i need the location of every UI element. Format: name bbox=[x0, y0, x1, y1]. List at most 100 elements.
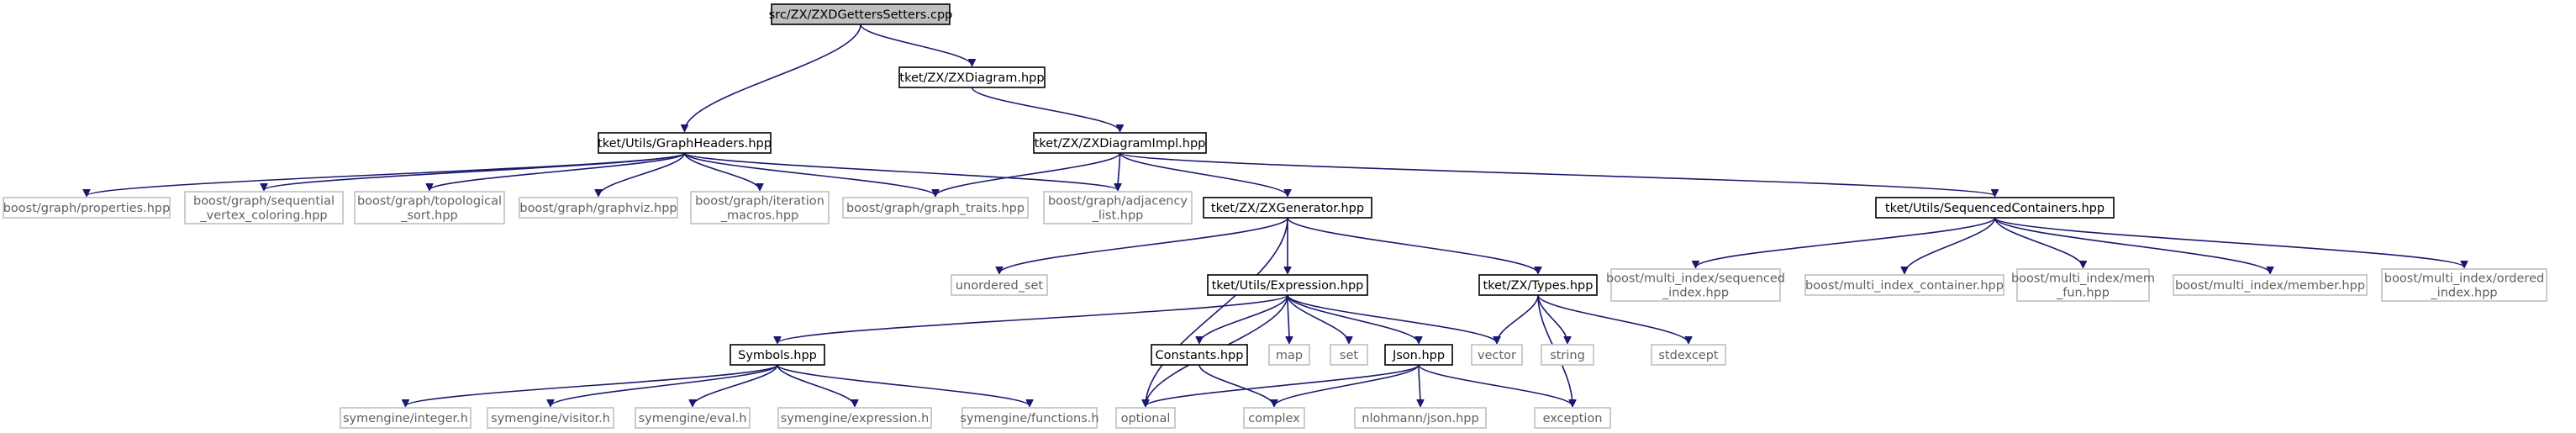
edge-zxdiagramimpl-to-adjlist bbox=[1118, 152, 1120, 190]
node-stdexcept: stdexcept bbox=[1651, 344, 1726, 366]
node-label: tket/ZX/ZXGenerator.hpp bbox=[1211, 202, 1364, 215]
node-label: _fun.hpp bbox=[2056, 287, 2110, 300]
node-box bbox=[340, 407, 471, 429]
node-label: symengine/eval.h bbox=[639, 412, 747, 425]
node-label: boost/graph/adjacency bbox=[1048, 195, 1188, 209]
node-tket-zx-types-hpp[interactable]: tket/ZX/Types.hpp bbox=[1478, 274, 1598, 296]
node-box bbox=[1534, 407, 1611, 429]
edge-expression-to-constants bbox=[1199, 294, 1288, 343]
edge-constants-to-complex bbox=[1198, 364, 1274, 406]
edge-expression-to-vector bbox=[1287, 294, 1497, 343]
node-box bbox=[3, 197, 171, 219]
node-symengine-visitor-h: symengine/visitor.h bbox=[487, 407, 614, 429]
node-label: exception bbox=[1543, 412, 1603, 425]
node-symengine-expression-h: symengine/expression.h bbox=[777, 407, 932, 429]
node-label: boost/graph/topological bbox=[357, 195, 502, 209]
edge-seqcontainers-to-mi_member bbox=[1994, 217, 2271, 273]
node-label: vector bbox=[1478, 349, 1516, 362]
edge-graphheaders-to-graphviz bbox=[598, 152, 686, 196]
node-label: tket/ZX/ZXDiagram.hpp bbox=[899, 71, 1044, 85]
node-boost-graph-topological-sort-hpp: boost/graph/topological_sort.hpp bbox=[354, 191, 505, 224]
node-unordered-set: unordered_set bbox=[951, 274, 1048, 296]
edge-graphheaders-to-itermacros bbox=[683, 152, 761, 190]
node-json-hpp[interactable]: Json.hpp bbox=[1384, 344, 1453, 366]
file-nodes: src/ZX/ZXDGettersSetters.cpp tket/ZX/ZXDi… bbox=[3, 3, 2547, 429]
node-boost-graph-sequential-vertex-coloring-hpp: boost/graph/sequential_vertex_coloring.h… bbox=[184, 191, 344, 224]
node-nlohmann-json-hpp: nlohmann/json.hpp bbox=[1354, 407, 1487, 429]
edge-symbols-to-sym_eval bbox=[693, 364, 778, 406]
node-boost-multi-index-member-hpp: boost/multi_index/member.hpp bbox=[2173, 274, 2368, 296]
node-tket-zx-zxdiagram-hpp[interactable]: tket/ZX/ZXDiagram.hpp bbox=[898, 66, 1046, 88]
node-box bbox=[898, 66, 1046, 88]
node-box bbox=[951, 274, 1048, 296]
edge-seqcontainers-to-mi_ordered bbox=[1994, 217, 2465, 267]
node-box bbox=[354, 191, 505, 224]
node-tket-utils-graphheaders-hpp[interactable]: tket/Utils/GraphHeaders.hpp bbox=[598, 132, 772, 154]
edge-expression-to-map bbox=[1288, 294, 1289, 343]
node-label: stdexcept bbox=[1658, 349, 1719, 362]
node-tket-utils-sequencedcontainers-hpp[interactable]: tket/Utils/SequencedContainers.hpp bbox=[1875, 197, 2115, 219]
node-box bbox=[1610, 268, 1781, 302]
node-box bbox=[842, 197, 1029, 219]
node-label: boost/graph/graphviz.hpp bbox=[519, 202, 677, 215]
node-label: tket/ZX/Types.hpp bbox=[1483, 279, 1594, 293]
node-tket-zx-zxgenerator-hpp[interactable]: tket/ZX/ZXGenerator.hpp bbox=[1203, 197, 1372, 219]
node-label: _macros.hpp bbox=[720, 209, 799, 223]
node-boost-graph-graphviz-hpp: boost/graph/graphviz.hpp bbox=[519, 197, 678, 219]
edge-graphheaders-to-properties bbox=[87, 152, 686, 196]
node-complex: complex bbox=[1243, 407, 1305, 429]
node-box bbox=[2016, 268, 2150, 302]
node-label: _index.hpp bbox=[1662, 287, 1729, 300]
edge-zxgenerator-to-optional bbox=[1146, 217, 1288, 406]
node-boost-graph-adjacency-list-hpp: boost/graph/adjacency_list.hpp bbox=[1043, 191, 1193, 224]
edge-graphheaders-to-adjlist bbox=[683, 152, 1119, 190]
node-constants-hpp[interactable]: Constants.hpp bbox=[1151, 344, 1248, 366]
node-box bbox=[184, 191, 344, 224]
edge-json-to-nlohmann bbox=[1419, 364, 1420, 406]
node-label: boost/graph/properties.hpp bbox=[3, 202, 171, 215]
node-label: tket/Utils/Expression.hpp bbox=[1212, 279, 1364, 293]
node-box bbox=[1043, 191, 1193, 224]
node-box bbox=[730, 344, 825, 366]
node-label: set bbox=[1340, 349, 1358, 362]
dependency-edges bbox=[87, 24, 2464, 406]
node-box bbox=[1478, 274, 1598, 296]
node-box bbox=[961, 407, 1098, 429]
node-box bbox=[1354, 407, 1487, 429]
node-tket-utils-expression-hpp[interactable]: tket/Utils/Expression.hpp bbox=[1207, 274, 1368, 296]
node-label: tket/ZX/ZXDiagramImpl.hpp bbox=[1035, 137, 1206, 150]
edge-graphheaders-to-toposort bbox=[429, 152, 686, 190]
node-label: boost/multi_index/ordered bbox=[2384, 272, 2544, 286]
node-label: complex bbox=[1248, 412, 1300, 425]
edge-root-to-zxdiagram bbox=[860, 24, 972, 66]
node-label: map bbox=[1276, 349, 1303, 362]
edge-json-to-exception bbox=[1418, 364, 1572, 406]
node-box bbox=[598, 132, 772, 154]
edge-json-to-optional bbox=[1146, 364, 1420, 406]
edge-zxdiagramimpl-to-graphtraits bbox=[935, 152, 1121, 196]
edge-seqcontainers-to-mi_memfun bbox=[1994, 217, 2083, 267]
node-label: boost/multi_index/member.hpp bbox=[2175, 279, 2365, 293]
node-exception: exception bbox=[1534, 407, 1611, 429]
edge-zxgenerator-to-unordered_set bbox=[999, 217, 1288, 273]
edge-zxdiagramimpl-to-seqcontainers bbox=[1119, 152, 1995, 196]
node-label: tket/Utils/GraphHeaders.hpp bbox=[598, 137, 772, 150]
node-box bbox=[1804, 274, 2004, 296]
node-boost-multi-index-container-hpp: boost/multi_index_container.hpp bbox=[1804, 274, 2004, 296]
node-tket-zx-zxdiagramimpl-hpp[interactable]: tket/ZX/ZXDiagramImpl.hpp bbox=[1033, 132, 1207, 154]
edge-graphheaders-to-graphtraits bbox=[683, 152, 936, 196]
node-label: symengine/visitor.h bbox=[491, 412, 610, 425]
edge-types-to-vector bbox=[1497, 294, 1539, 343]
node-box bbox=[1651, 344, 1726, 366]
node-src-zx-zxdgetterssetters-cpp[interactable]: src/ZX/ZXDGettersSetters.cpp bbox=[769, 3, 953, 25]
node-symbols-hpp[interactable]: Symbols.hpp bbox=[730, 344, 825, 366]
node-symengine-integer-h: symengine/integer.h bbox=[340, 407, 471, 429]
node-label: boost/multi_index/mem bbox=[2011, 272, 2155, 286]
node-box bbox=[771, 3, 951, 25]
node-box bbox=[1384, 344, 1453, 366]
node-boost-graph-iteration-macros-hpp: boost/graph/iteration_macros.hpp bbox=[690, 191, 830, 224]
edge-zxdiagram-to-zxdiagramimpl bbox=[971, 87, 1120, 131]
node-boost-graph-graph-traits-hpp: boost/graph/graph_traits.hpp bbox=[842, 197, 1029, 219]
node-label: Symbols.hpp bbox=[738, 349, 817, 362]
